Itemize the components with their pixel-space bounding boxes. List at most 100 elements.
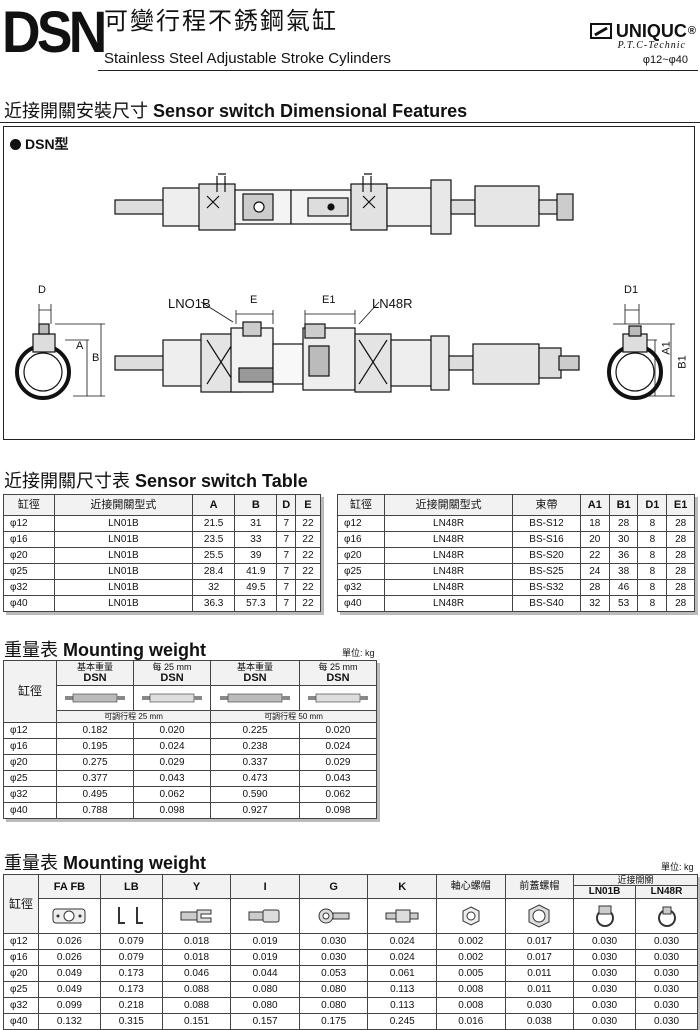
value-cell: 0.030 [298, 933, 369, 950]
section-title-en: Mounting weight [63, 853, 206, 873]
value-cell: 0.017 [504, 949, 575, 966]
value-cell: 0.337 [210, 754, 300, 771]
bore-cell: φ25 [3, 563, 55, 580]
value-cell: 32 [192, 579, 236, 596]
value-cell: LN48R [384, 563, 514, 580]
value-cell: 0.175 [298, 1013, 369, 1030]
value-cell: 0.062 [298, 786, 378, 803]
product-code: DSN [2, 0, 107, 65]
value-cell: 0.030 [573, 965, 636, 982]
value-cell: 22 [294, 547, 322, 564]
value-cell: 28 [608, 515, 639, 532]
value-cell: 0.079 [99, 933, 163, 950]
section-title-zh: 重量表 [4, 853, 58, 874]
brand-name: UNIQUC [615, 21, 687, 41]
bore-cell: φ12 [336, 515, 386, 532]
cylinder-icon [55, 685, 135, 711]
section-title-en: Sensor switch Table [135, 471, 308, 491]
bore-cell: φ12 [3, 933, 39, 950]
y-clevis-icon [161, 898, 232, 934]
cylinder-icon [298, 685, 378, 711]
value-cell: BS-S32 [512, 579, 581, 596]
value-cell: 0.275 [55, 754, 135, 771]
col-header: D1 [637, 494, 668, 516]
value-cell: 23.5 [192, 531, 236, 548]
value-cell: 0.043 [298, 770, 378, 787]
bore-cell: φ16 [3, 738, 57, 755]
value-cell: 0.018 [161, 949, 232, 966]
value-cell: BS-S20 [512, 547, 581, 564]
value-cell: 28 [666, 579, 695, 596]
table-header-row: 缸徑 近接開關型式 束帶 A1 B1 D1 E1 [336, 494, 695, 516]
value-cell: 36 [608, 547, 639, 564]
value-cell: 0.017 [504, 933, 575, 950]
value-cell: 0.238 [210, 738, 300, 755]
col-header-bore: 缸徑 [3, 874, 39, 934]
value-cell: 0.030 [635, 965, 698, 982]
dim-label-A1: A1 [660, 341, 673, 355]
value-cell: 8 [637, 563, 668, 580]
value-cell: 0.020 [298, 722, 378, 739]
col-header: D [276, 494, 296, 516]
value-cell: 0.002 [436, 933, 506, 950]
sensor-ln01b-icon [573, 898, 636, 934]
section-title-en: Mounting weight [63, 640, 206, 660]
value-cell: 7 [276, 531, 296, 548]
value-cell: 0.046 [161, 965, 232, 982]
col-header: FA FB [38, 874, 101, 899]
registered-mark: ® [687, 25, 696, 37]
col-header: 前蓋螺帽 [504, 874, 575, 899]
value-cell: 0.113 [367, 997, 437, 1014]
value-cell: BS-S12 [512, 515, 581, 532]
value-cell: 8 [637, 515, 668, 532]
value-cell: LN48R [384, 515, 514, 532]
value-cell: 7 [276, 515, 296, 532]
bore-cell: φ25 [3, 770, 57, 787]
value-cell: 0.157 [230, 1013, 300, 1030]
dim-label-D1: D1 [624, 284, 639, 296]
cover-nut-icon [504, 898, 575, 934]
value-cell: 0.030 [504, 997, 575, 1014]
col-header: A1 [579, 494, 610, 516]
value-cell: 28 [666, 563, 695, 580]
value-cell: 22 [294, 579, 322, 596]
value-cell: 28 [666, 595, 695, 612]
value-cell: 0.080 [298, 981, 369, 998]
value-cell: 28 [666, 531, 695, 548]
col-header: LB [99, 874, 163, 899]
title-chinese: 可變行程不銹鋼氣缸 [104, 7, 338, 35]
section-sensor-table: 近接開關尺寸表 Sensor switch Table [4, 467, 308, 493]
value-cell: 0.024 [133, 738, 212, 755]
value-cell: 7 [276, 579, 296, 596]
weight-table-accessories: 缸徑 FA FB LB Y I G K 軸心螺帽 前蓋螺帽 近接開關 LN01B… [3, 874, 698, 1030]
value-cell: 0.030 [573, 981, 636, 998]
col-header: A [192, 494, 236, 516]
bore-cell: φ40 [3, 595, 55, 612]
value-cell: 22 [294, 595, 322, 612]
bore-cell: φ32 [336, 579, 386, 596]
value-cell: 0.113 [367, 981, 437, 998]
value-cell: 8 [637, 595, 668, 612]
rod-nut-icon [436, 898, 506, 934]
value-cell: 0.044 [230, 965, 300, 982]
value-cell: 0.173 [99, 965, 163, 982]
value-cell: 39 [234, 547, 278, 564]
value-cell: LN48R [384, 531, 514, 548]
section-mounting-weight-2: 重量表 Mounting weight [4, 849, 206, 875]
value-cell: 28 [666, 515, 695, 532]
value-cell: LN01B [53, 579, 194, 596]
value-cell: BS-S25 [512, 563, 581, 580]
value-cell: 20 [579, 531, 610, 548]
section-divider [0, 122, 700, 123]
end-view-left [15, 323, 71, 400]
